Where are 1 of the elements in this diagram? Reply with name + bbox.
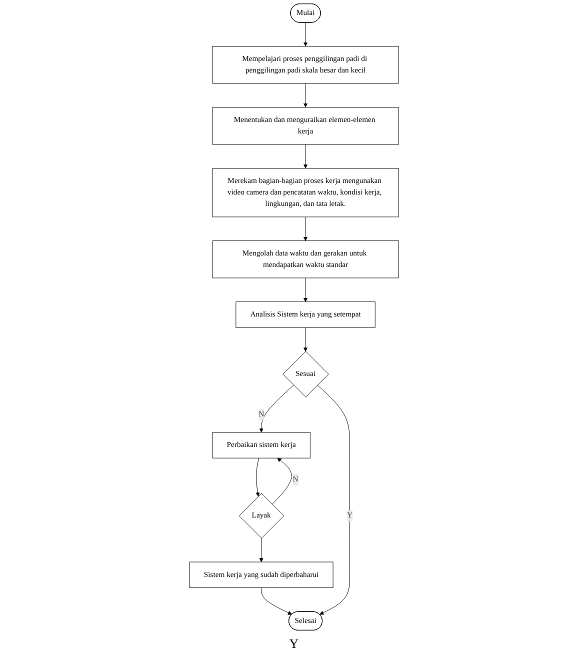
note-label: Y: [289, 636, 299, 652]
